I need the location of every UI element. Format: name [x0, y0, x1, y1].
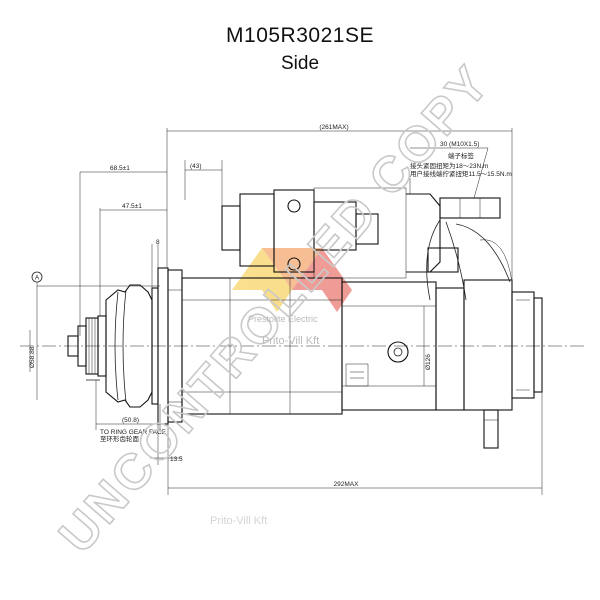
flange-note-1: TO RING GEAR FACE — [100, 429, 167, 436]
dim-dia-right: Ø126 — [423, 306, 432, 386]
thread-label: 30 (M10X1.5) — [440, 141, 479, 148]
end-cap — [463, 279, 513, 411]
cable-1 — [426, 219, 441, 301]
dim-13-5: 13.5 — [150, 424, 183, 495]
drawing-subtitle: Side — [280, 53, 320, 74]
cable-3 — [455, 223, 511, 283]
dim-261max-label: (261MAX) — [319, 124, 348, 131]
motor-body — [181, 277, 543, 449]
watermark-sub: Prito-Vill Kft — [262, 335, 319, 347]
logo-triangle-orange — [262, 248, 322, 290]
logo-triangle-small-red — [322, 290, 352, 312]
cable-2 — [445, 221, 467, 301]
dim-thread: 30 (M10X1.5) 端子标签 接头紧固扭矩为18～23N.m 用户接线端拧… — [409, 141, 512, 199]
terminal-note-1: 接头紧固扭矩为18～23N.m — [410, 161, 488, 170]
dim-13-5-label: 13.5 — [170, 456, 183, 463]
dim-43-label: (43) — [190, 163, 202, 170]
drawing-title: M105R3021SE — [226, 24, 374, 47]
dim-8-label: 8 — [156, 239, 160, 246]
dia-right-label: Ø126 — [425, 354, 432, 370]
logo-triangle-red — [292, 248, 352, 290]
ground-stud — [483, 409, 499, 449]
flange-note-2: 至环形齿轮面 — [100, 434, 140, 443]
watermark-sub-bottom: Prito-Vill Kft — [210, 515, 267, 527]
watermark-brand: Prestolite Electric — [248, 314, 318, 324]
dim-68-5: 68.5±1 — [79, 165, 167, 336]
dim-292max-label: 292MAX — [334, 481, 360, 488]
dia-left-label: Ø58.88 — [29, 346, 36, 368]
datum-label: A — [35, 275, 40, 282]
dim-overall-top: (261MAX) — [166, 124, 513, 280]
frame-bolt — [387, 341, 409, 363]
logo-triangle-small — [262, 290, 292, 312]
terminal-note-title: 端子标签 — [448, 151, 475, 160]
dim-overall-bottom: 292MAX — [168, 392, 543, 495]
watermark-logo — [232, 248, 352, 312]
dim-47-5: 47.5±1 — [99, 203, 167, 316]
pinion-assembly — [67, 315, 107, 381]
dim-8: 8 — [151, 239, 160, 288]
logo-triangle-yellow — [232, 248, 292, 290]
terminal-nut-top — [287, 199, 301, 213]
dim-50-8-label: (50.8) — [122, 417, 139, 424]
dim-50-8: (50.8) TO RING GEAR FACE 至环形齿轮面 — [95, 380, 167, 443]
watermark-text: UNCONTROLLED COPY — [48, 54, 501, 563]
dim-47-5-label: 47.5±1 — [122, 203, 142, 210]
dim-68-5-label: 68.5±1 — [110, 165, 130, 172]
battery-terminal — [439, 197, 501, 219]
solenoid-top — [221, 187, 513, 301]
nose-housing — [105, 267, 183, 425]
terminal-note-2: 用户接线端拧紧扭矩11.5～15.5N.m — [410, 169, 512, 178]
dim-43: (43) — [184, 160, 223, 206]
label-plate — [345, 363, 369, 387]
solenoid-housing — [313, 187, 407, 279]
terminal-nut-bottom — [287, 257, 301, 271]
